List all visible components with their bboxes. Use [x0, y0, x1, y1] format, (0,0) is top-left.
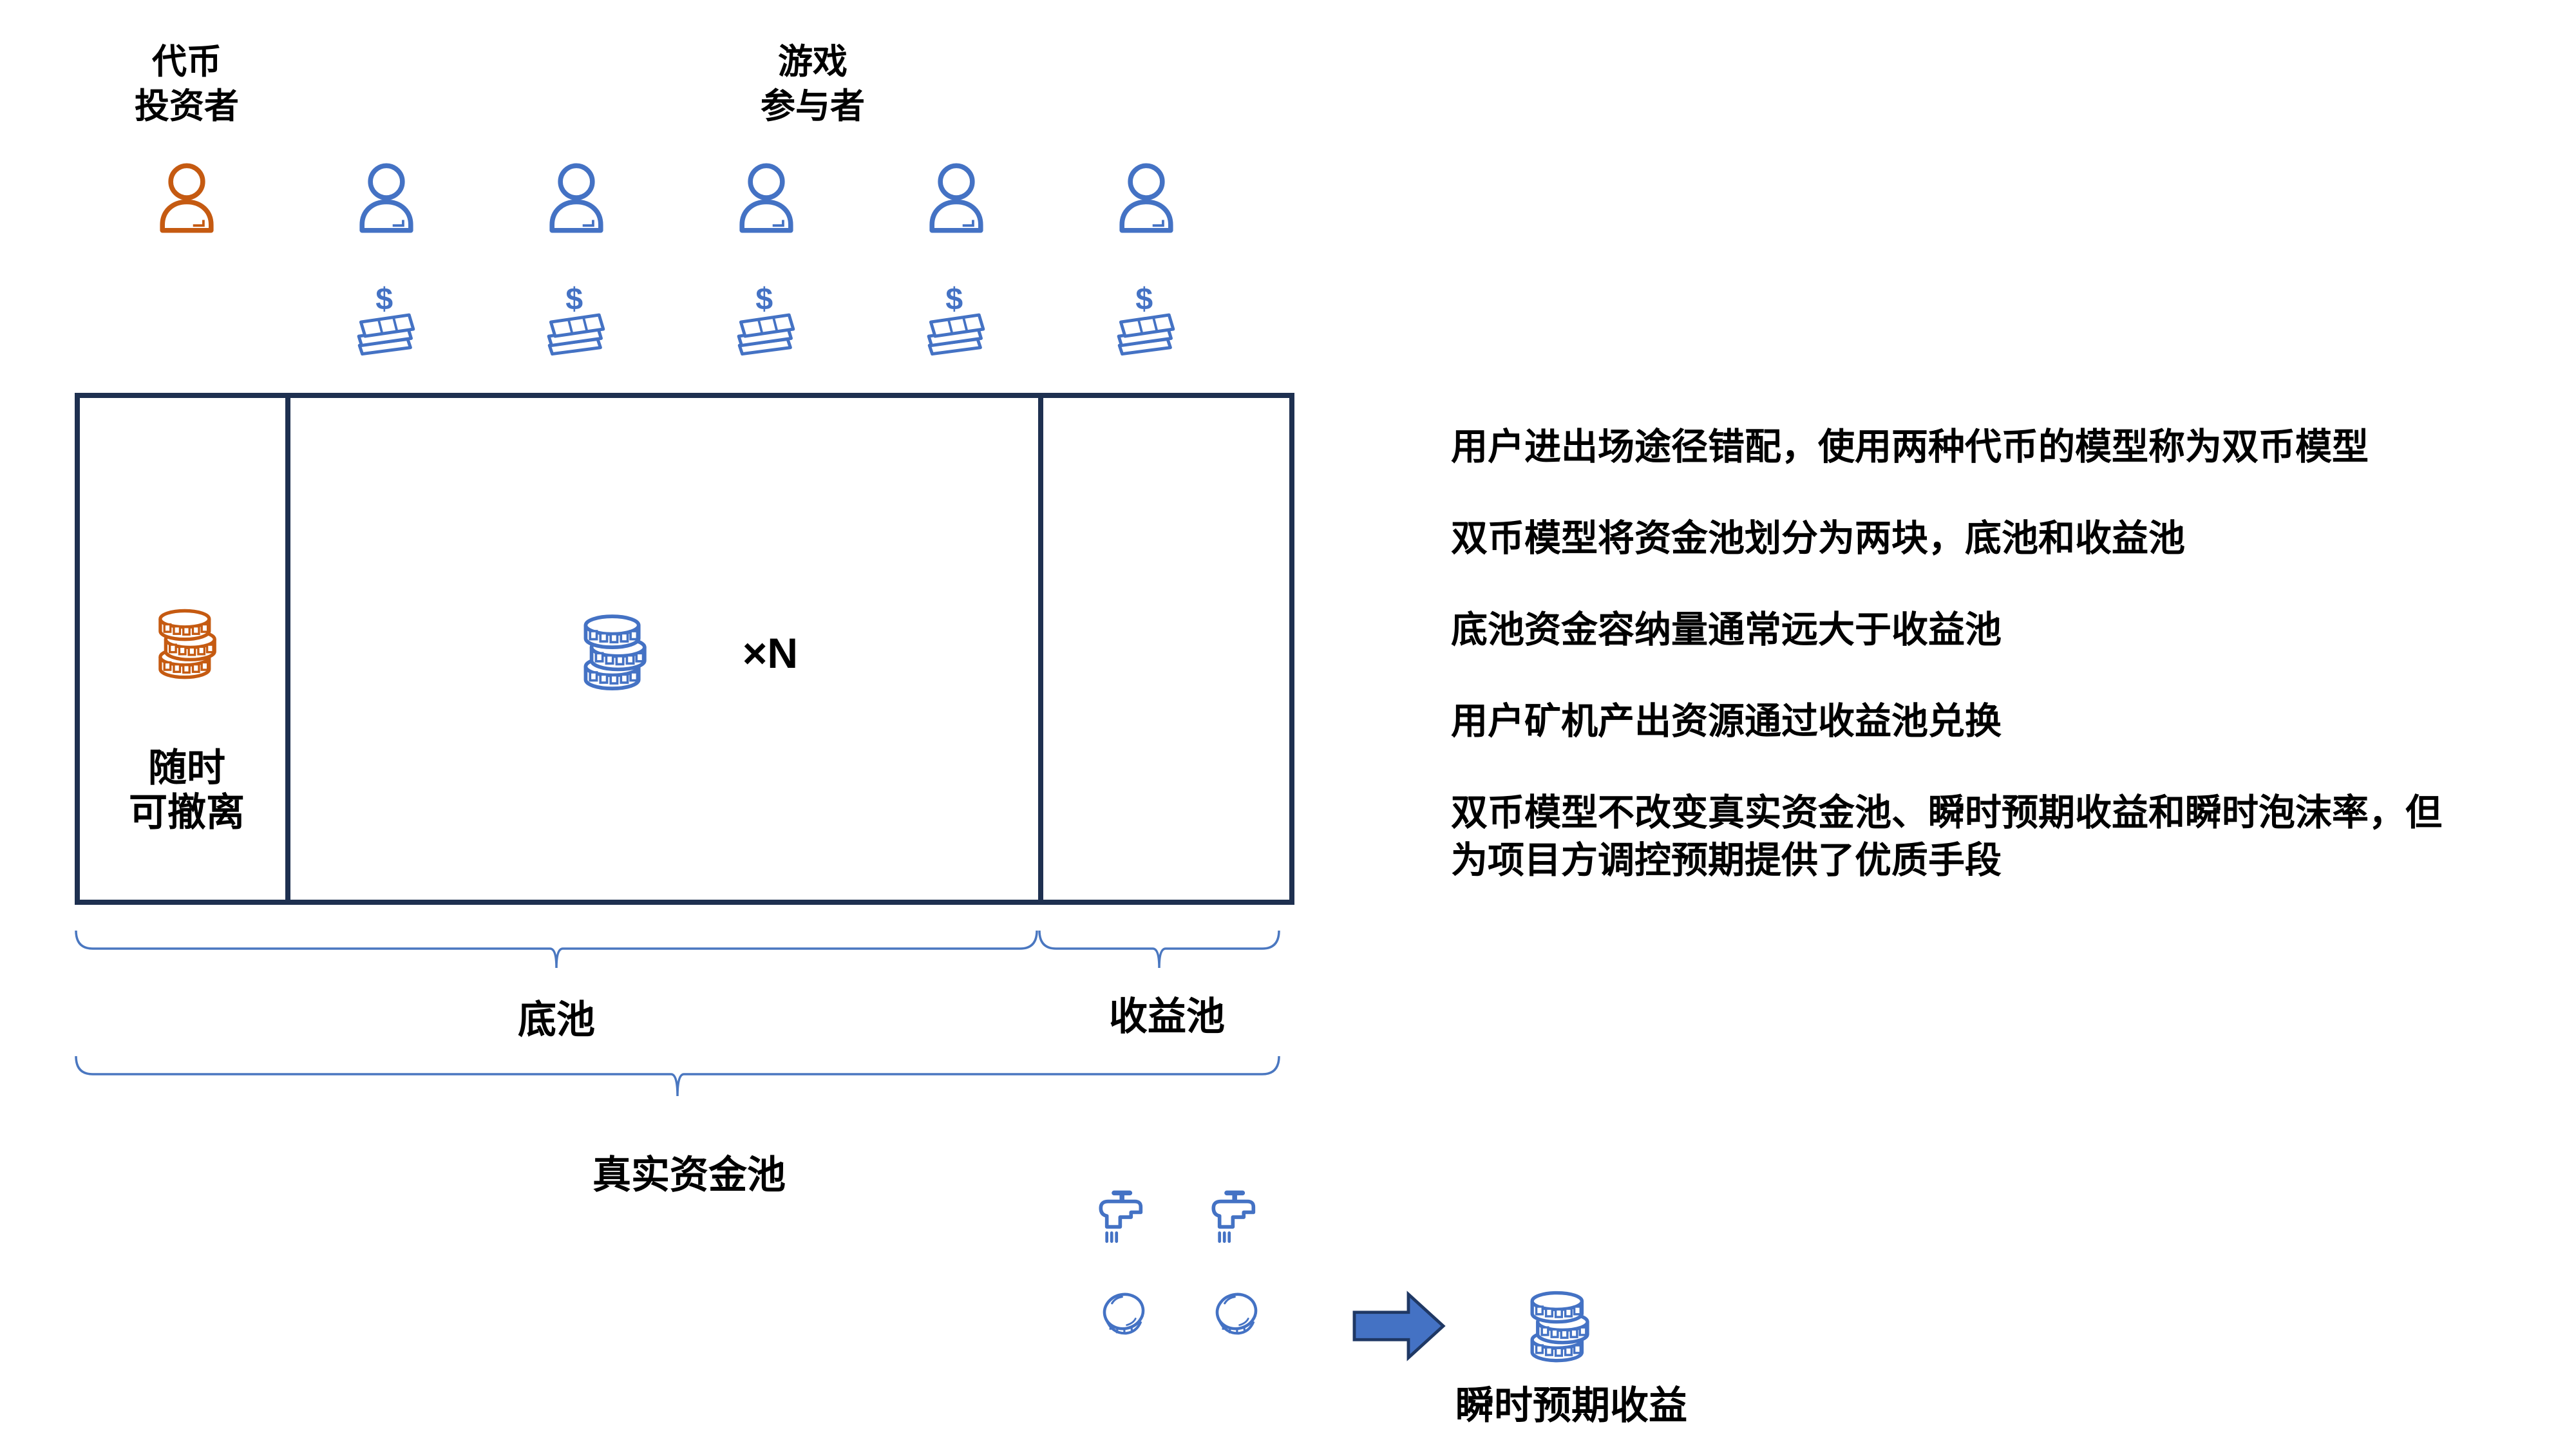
note-base-pool-capacity: 底池资金容纳量通常远大于收益池 [1451, 609, 2002, 650]
cash-stack-icon [350, 286, 422, 357]
token-investor-line1: 代币 [152, 43, 222, 81]
game-participant-label: 游戏 参与者 [761, 40, 865, 129]
person-icon [152, 160, 222, 236]
multiplier-label: ×N [742, 629, 799, 677]
person-icon [542, 160, 611, 236]
game-participant-line1: 游戏 [778, 43, 848, 81]
cash-stack-icon [540, 286, 612, 357]
faucet-icon [1094, 1187, 1154, 1247]
fund-pool-box [75, 393, 1294, 905]
coin-icon [1207, 1288, 1266, 1342]
coin-stack-icon [1521, 1287, 1597, 1365]
note-pool-split: 双币模型将资金池划分为两块，底池和收益池 [1451, 518, 2185, 559]
person-icon [352, 160, 421, 236]
cash-stack-icon [730, 286, 802, 357]
person-icon [732, 160, 801, 236]
game-participant-line2: 参与者 [761, 87, 865, 126]
note-model-effect-line1: 双币模型不改变真实资金池、瞬时预期收益和瞬时泡沫率，但 [1451, 792, 2442, 833]
withdraw-line1: 随时 [148, 746, 225, 790]
person-icon [922, 160, 991, 236]
coin-stack-icon [147, 605, 227, 681]
revenue-pool-label: 收益池 [1109, 995, 1225, 1038]
coin-stack-icon [573, 611, 656, 693]
person-icon [1112, 160, 1181, 236]
coin-icon [1094, 1288, 1153, 1342]
cash-stack-icon [920, 286, 992, 357]
base-pool-brace [75, 930, 1038, 969]
arrow-right-icon [1352, 1290, 1446, 1362]
pool-divider-left [285, 393, 290, 905]
pool-divider-right [1038, 393, 1043, 905]
token-investor-line2: 投资者 [135, 87, 239, 126]
note-dual-token-model: 用户进出场途径错配，使用两种代币的模型称为双币模型 [1451, 426, 2369, 468]
note-model-effect-line2: 为项目方调控预期提供了优质手段 [1451, 840, 2002, 881]
token-investor-label: 代币 投资者 [135, 40, 239, 129]
note-miner-output: 用户矿机产出资源通过收益池兑换 [1451, 701, 2002, 742]
real-pool-label: 真实资金池 [592, 1153, 786, 1197]
cash-stack-icon [1110, 286, 1182, 357]
faucet-icon [1206, 1187, 1267, 1247]
withdraw-anytime-label: 随时 可撤离 [129, 746, 245, 835]
instant-revenue-label: 瞬时预期收益 [1455, 1384, 1687, 1427]
real-pool-brace [75, 1056, 1280, 1097]
withdraw-line2: 可撤离 [129, 791, 245, 834]
revenue-pool-brace [1038, 930, 1280, 969]
base-pool-label: 底池 [518, 998, 595, 1041]
